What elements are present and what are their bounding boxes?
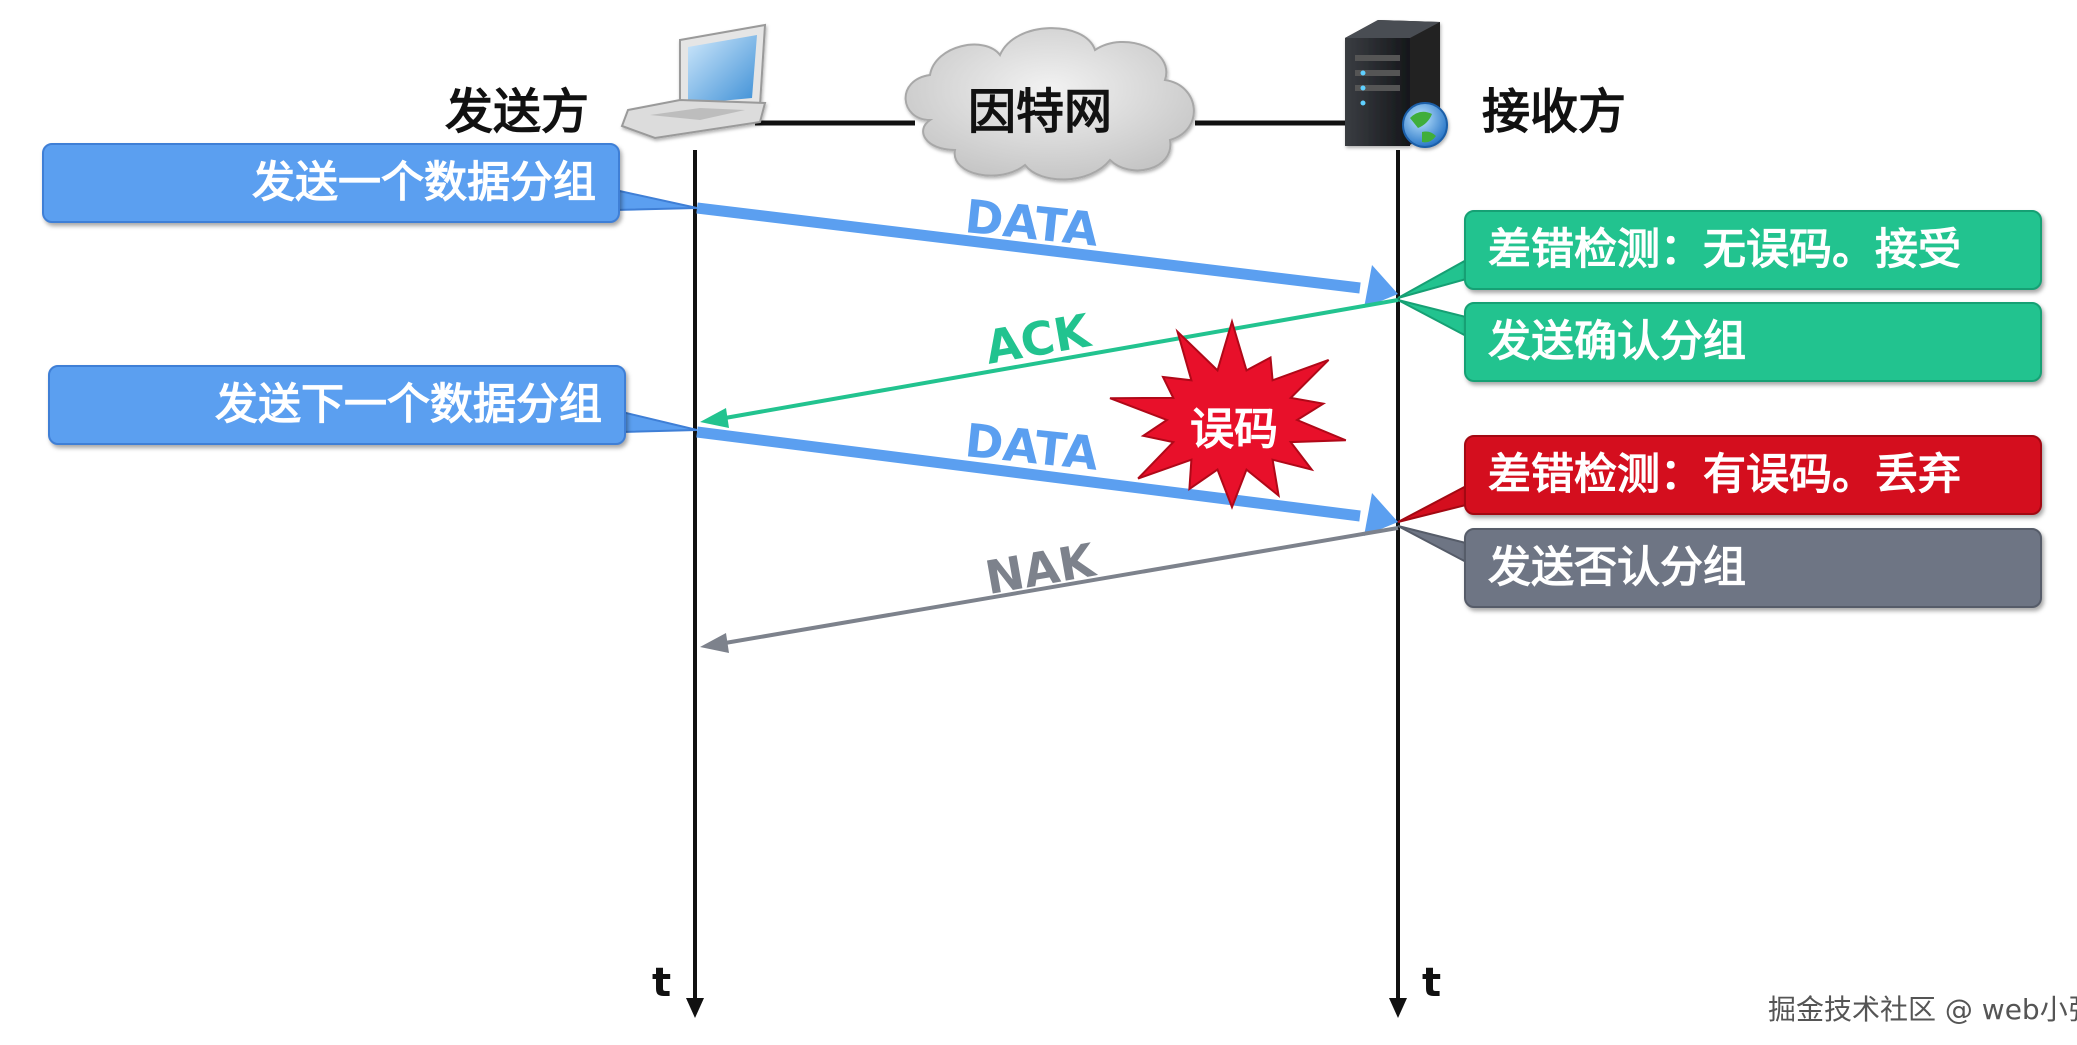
callout-tail-check-error (1397, 482, 1471, 523)
callout-send-nak: 发送否认分组 (1464, 528, 2042, 608)
receiver-label: 接收方 (1482, 84, 1627, 140)
error-burst-icon (1109, 318, 1347, 510)
laptop-icon (620, 23, 767, 140)
data-arrow-1 (696, 202, 1398, 308)
receiver-timeline-arrowhead (1389, 998, 1407, 1018)
ack-arrow (700, 298, 1399, 428)
callout-send-ack: 发送确认分组 (1464, 302, 2042, 382)
sender-time-label: t (652, 960, 672, 1006)
callout-check-error: 差错检测：有误码。丢弃 (1464, 435, 2042, 515)
nak-arrow (700, 526, 1399, 653)
error-burst-label: 误码 (1190, 404, 1278, 455)
data-arrow-2 (696, 426, 1398, 536)
callout-tail-check-ok (1397, 256, 1471, 299)
callout-tail-send-nak (1397, 525, 1471, 566)
watermark: 掘金技术社区 @ web小张 (1768, 993, 2077, 1026)
server-icon (1345, 20, 1448, 148)
sender-label: 发送方 (445, 84, 590, 140)
internet-cloud-icon (904, 27, 1195, 181)
callout-tail-send-ack (1397, 299, 1471, 340)
callout-tail-send-next (621, 410, 698, 434)
receiver-time-label: t (1422, 960, 1442, 1006)
callout-tail-send-first (614, 188, 698, 212)
callout-send-next: 发送下一个数据分组 (48, 365, 626, 445)
network-label: 因特网 (968, 84, 1113, 140)
callout-send-first: 发送一个数据分组 (42, 143, 620, 223)
sender-timeline-arrowhead (686, 998, 704, 1018)
callout-check-ok: 差错检测：无误码。接受 (1464, 210, 2042, 290)
